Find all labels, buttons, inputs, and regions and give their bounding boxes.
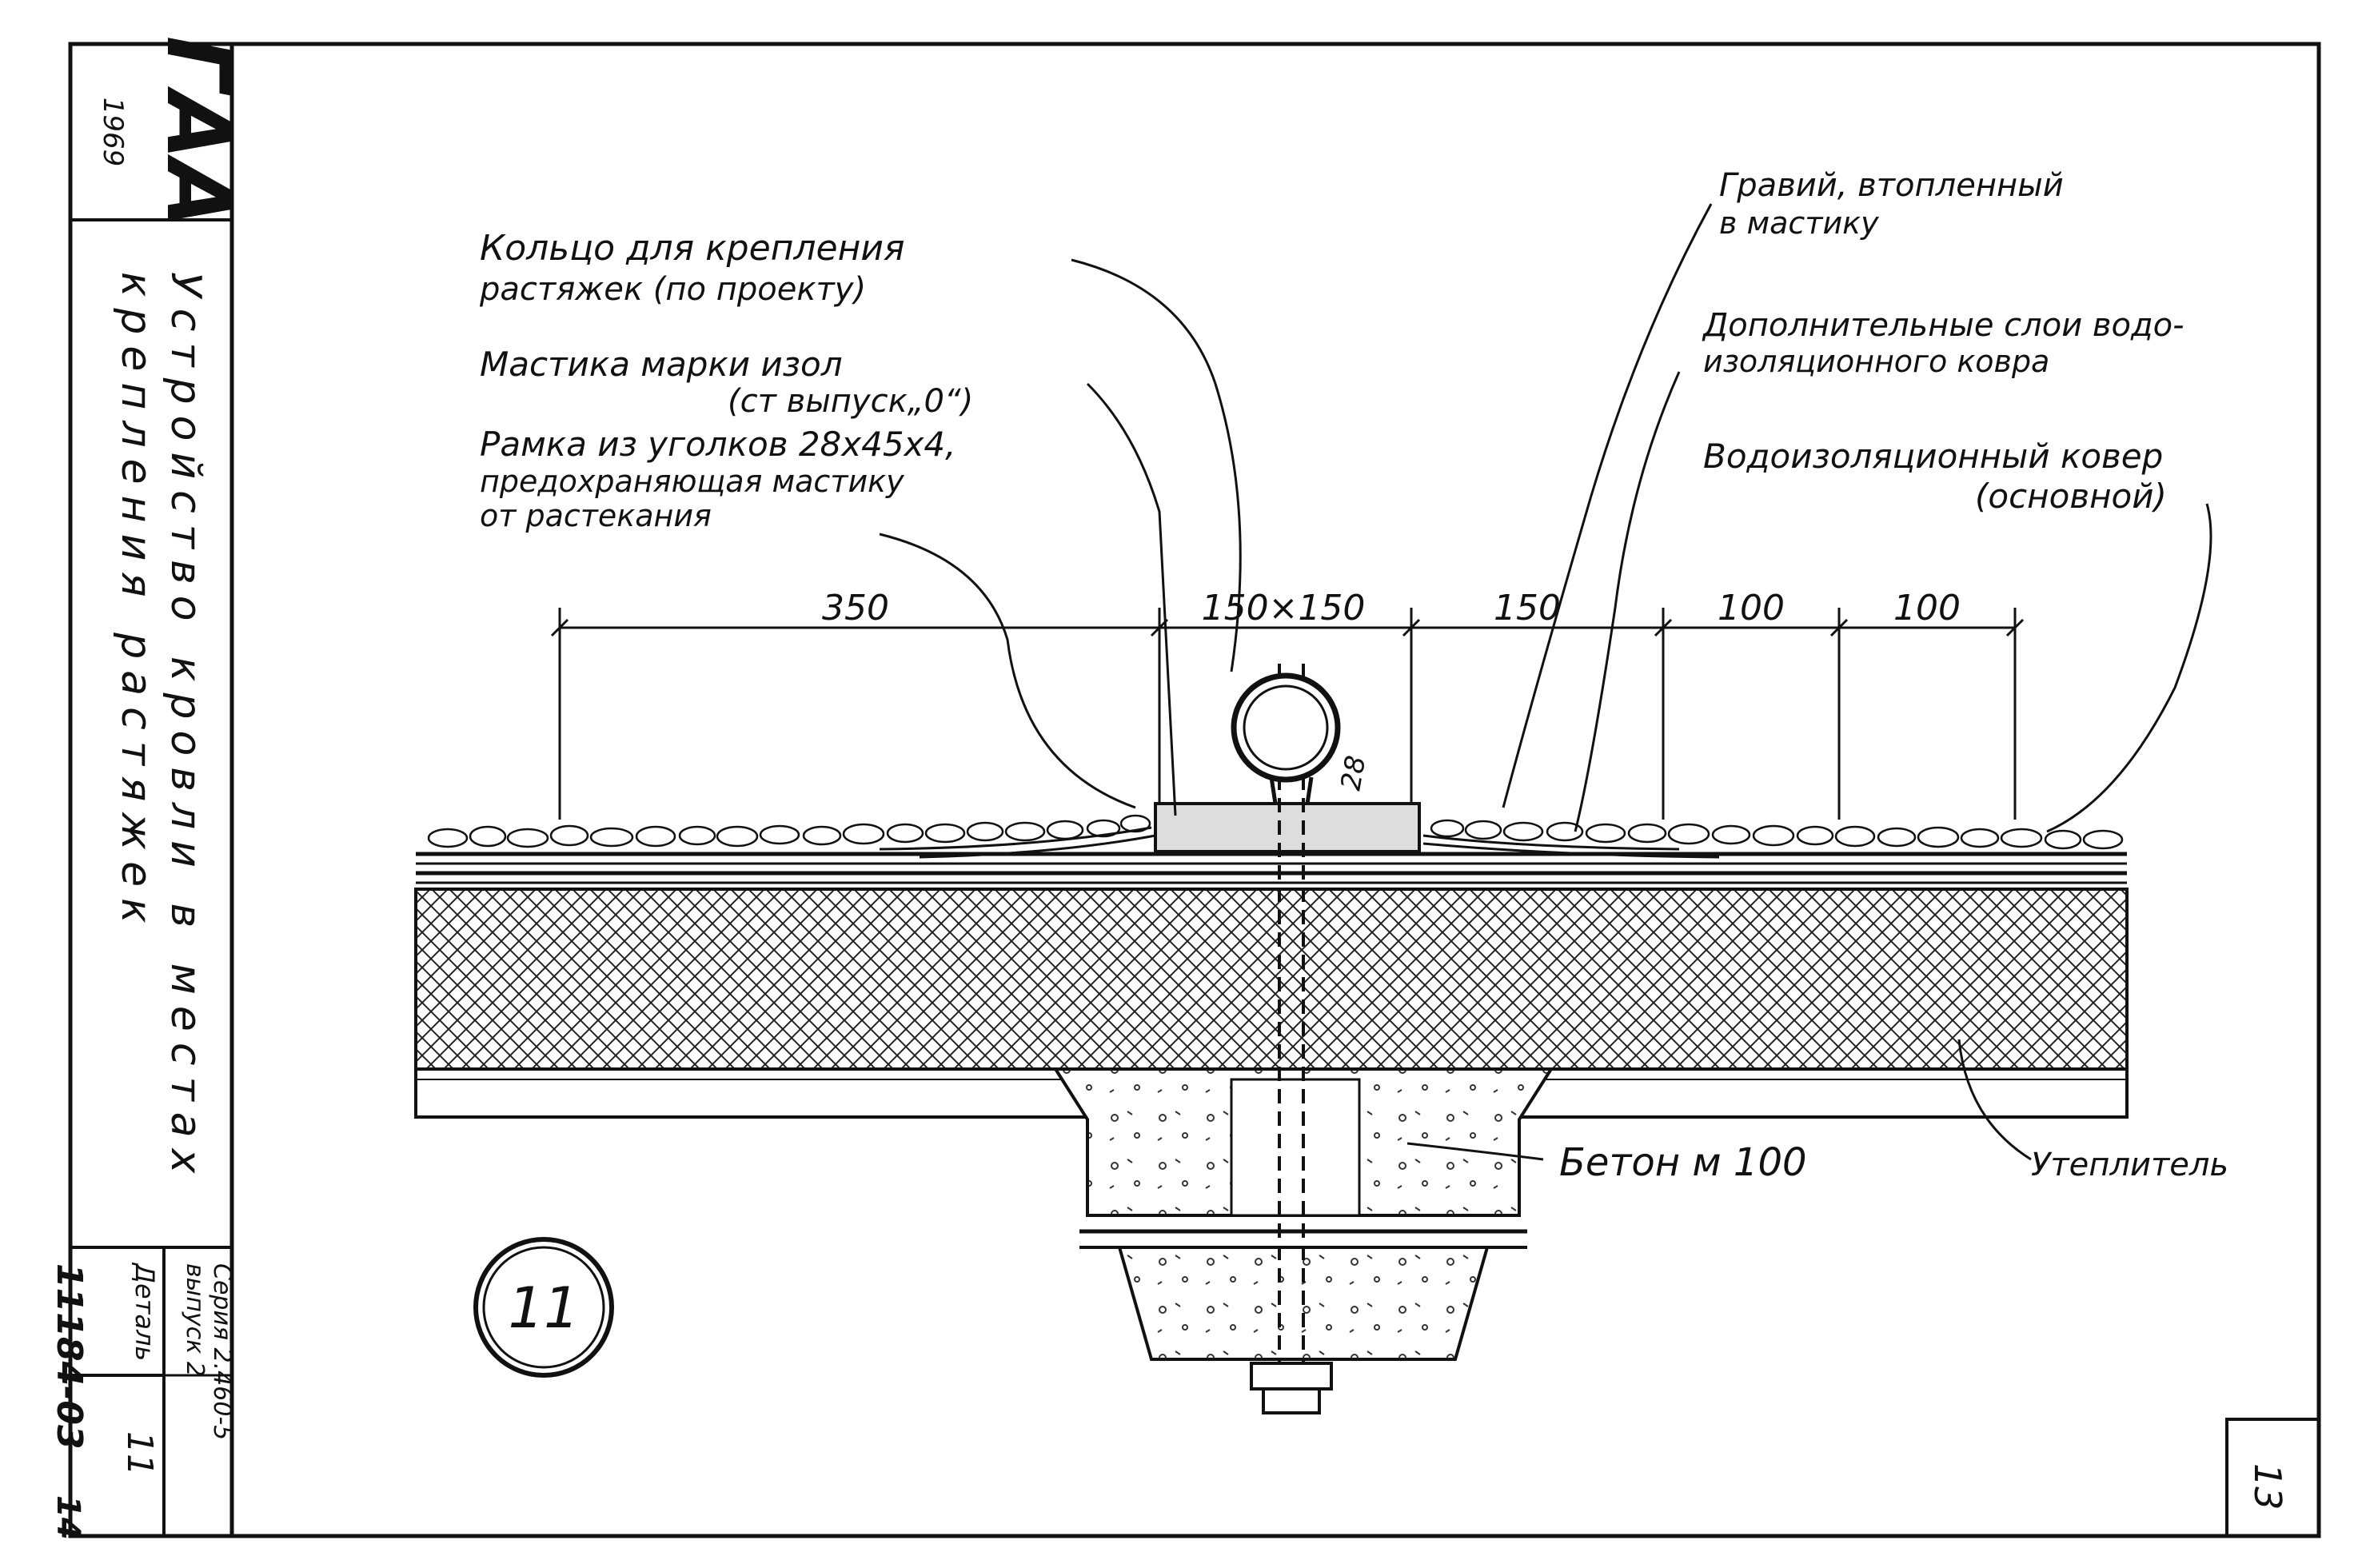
dimension-line <box>550 608 2025 820</box>
callout-gravel-line2: в мастику <box>1719 205 1879 241</box>
callout-ring-line2: растяжек (по проекту) <box>479 271 866 308</box>
detail-marker <box>473 1237 614 1378</box>
gravel-layer <box>427 814 2124 850</box>
frame-height-label: 28 <box>1335 753 1372 793</box>
sheet-border <box>68 42 2321 1538</box>
stamp-year: 1969 <box>97 98 129 167</box>
roof-section <box>414 664 2129 1414</box>
callout-main-carpet-line2: (основной) <box>1975 477 2167 516</box>
mastic-frame <box>1154 802 1421 853</box>
page-number-right: 13 <box>2246 1463 2289 1510</box>
callout-mastic-line1: Мастика марки изол <box>480 345 843 384</box>
title-line2: крепления растяжек <box>112 272 160 935</box>
callout-ring-line1: Кольцо для крепления <box>480 228 904 269</box>
bolt-nut <box>1250 1362 1333 1390</box>
archive-code: 11184-03 <box>49 1263 90 1450</box>
callout-mastic: Мастика марки изол (ст выпуск„0“) <box>480 345 973 420</box>
waterproofing-layers <box>416 826 2127 884</box>
insulation-layer <box>414 888 2129 1071</box>
leader-lines <box>879 203 2212 1161</box>
callout-frame-line2: предохраняющая мастику <box>480 464 904 499</box>
stamp-logo: ГАА <box>147 36 249 228</box>
dim-100-b: 100 <box>1893 588 1961 628</box>
title-block: Устройство кровли в местах крепления рас… <box>112 272 209 1184</box>
detail-label: Деталь <box>130 1262 160 1361</box>
callout-gravel-line1: Гравий, втопленный <box>1719 167 2064 204</box>
callout-concrete: Бетон м 100 <box>1559 1140 1807 1185</box>
callout-main-carpet-line1: Водоизоляционный ковер <box>1703 437 2163 476</box>
callout-mastic-line2: (ст выпуск„0“) <box>728 383 973 420</box>
detail-number: 11 <box>119 1431 160 1476</box>
callout-gravel: Гравий, втопленный в мастику <box>1719 167 2064 241</box>
detail-marker-number: 11 <box>508 1275 579 1341</box>
dim-150: 150 <box>1494 588 1561 628</box>
callout-insulation: Утеплитель <box>2031 1147 2228 1183</box>
anchor-ring <box>1231 672 1341 783</box>
dim-150x150: 150×150 <box>1202 588 1366 628</box>
callout-extra-layers-line2: изоляционного ковра <box>1703 344 2049 379</box>
series-line1: Серия 2.460-5 <box>208 1263 236 1440</box>
callout-main-carpet: Водоизоляционный ковер (основной) <box>1703 437 2167 516</box>
callout-extra-layers-line1: Дополнительные слои водо- <box>1702 307 2184 344</box>
series-line2: выпуск 2 <box>181 1263 209 1377</box>
callout-frame-line3: от растекания <box>480 498 712 533</box>
callout-frame-line1: Рамка из уголков 28x45x4, <box>480 425 956 464</box>
stamp: ГАА 1969 <box>97 36 249 228</box>
page-number-left: 14 <box>50 1495 86 1540</box>
page-box-right <box>2225 1418 2320 1538</box>
dim-350: 350 <box>822 588 889 628</box>
callout-ring: Кольцо для крепления растяжек (по проект… <box>479 228 904 308</box>
dim-100-a: 100 <box>1718 588 1785 628</box>
callout-extra-layers: Дополнительные слои водо- изоляционного … <box>1702 307 2184 379</box>
title-line1: Устройство кровли в местах <box>162 272 209 1184</box>
callout-frame: Рамка из уголков 28x45x4, предохраняющая… <box>480 425 956 533</box>
